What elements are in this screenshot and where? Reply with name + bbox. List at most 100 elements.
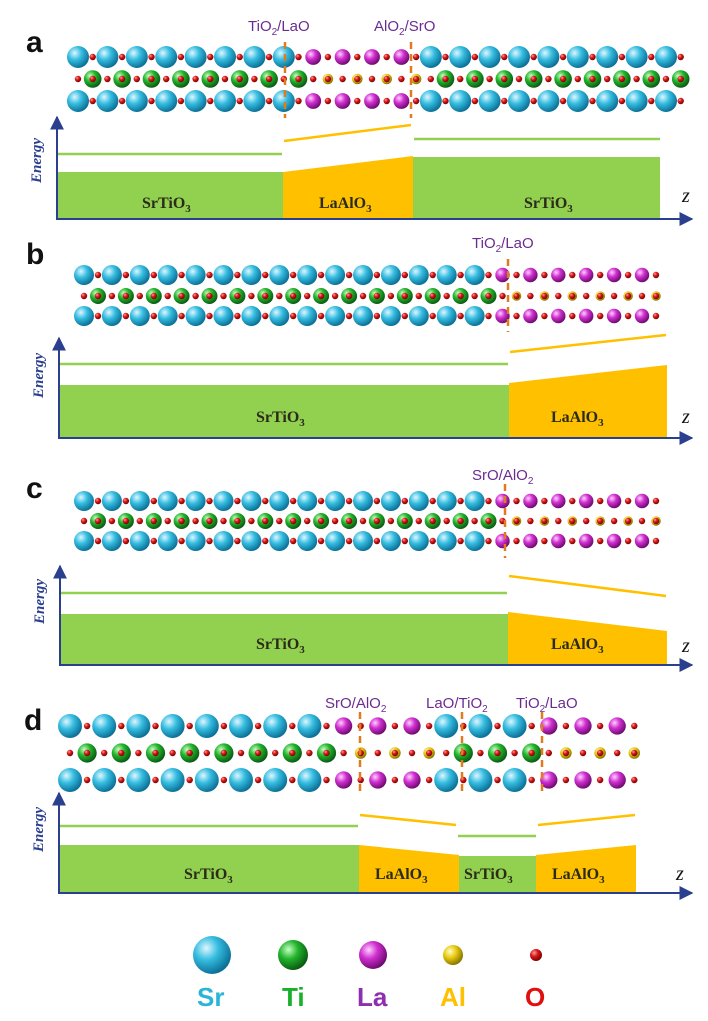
sr-atom	[566, 90, 589, 112]
o-atom	[80, 517, 88, 525]
o-atom	[289, 776, 296, 784]
o-atom	[206, 292, 213, 300]
sr-atom	[185, 491, 206, 511]
legend-o-atom	[530, 949, 542, 961]
o-atom	[220, 749, 228, 757]
sr-atom	[436, 491, 457, 511]
sr-atom	[436, 531, 457, 551]
sr-atom	[74, 491, 94, 511]
o-atom	[383, 53, 390, 61]
o-atom	[152, 776, 159, 784]
sr-atom	[449, 46, 472, 68]
sr-atom	[243, 90, 266, 112]
o-atom	[528, 722, 535, 730]
o-atom	[528, 749, 535, 757]
o-atom	[317, 271, 325, 279]
sr-atom	[566, 46, 589, 68]
o-atom	[323, 722, 330, 730]
o-atom	[597, 312, 604, 320]
panel-a-layer-1-label: SrTiO3	[142, 195, 191, 215]
o-atom	[499, 292, 506, 300]
o-atom	[150, 271, 157, 279]
sr-atom	[213, 531, 234, 551]
o-atom	[633, 75, 640, 83]
o-atom	[94, 537, 102, 545]
o-atom	[345, 517, 353, 525]
o-atom	[530, 53, 537, 61]
la-atom	[334, 717, 353, 735]
sr-atom	[408, 306, 429, 326]
sr-atom	[380, 306, 401, 326]
o-atom	[387, 517, 395, 525]
o-atom	[345, 312, 353, 320]
o-atom	[412, 53, 420, 61]
panel-b-label: b	[26, 238, 44, 271]
sr-atom	[436, 306, 457, 326]
o-atom	[89, 75, 96, 83]
sr-atom	[269, 306, 290, 326]
sr-atom	[101, 491, 122, 511]
panel-b-z-label: z	[681, 406, 690, 428]
sr-atom	[325, 531, 346, 551]
o-atom	[589, 75, 596, 83]
o-atom	[425, 722, 433, 730]
panel-c-lao-band	[508, 574, 667, 598]
sr-atom	[353, 265, 373, 285]
o-atom	[234, 497, 241, 505]
o-atom	[562, 749, 570, 757]
o-atom	[118, 749, 125, 757]
la-atom	[495, 533, 510, 549]
sr-atom	[58, 714, 82, 738]
o-atom	[118, 75, 126, 83]
o-atom	[638, 517, 646, 525]
o-atom	[83, 776, 91, 784]
atom-legend: Sr Ti La Al O	[193, 936, 545, 1012]
o-atom	[150, 292, 157, 300]
la-atom	[574, 717, 592, 735]
o-atom	[610, 517, 618, 525]
o-atom	[541, 517, 548, 525]
o-atom	[276, 517, 283, 525]
o-atom	[373, 292, 381, 300]
o-atom	[150, 517, 157, 525]
sr-atom	[194, 714, 219, 738]
panel-b: b TiO2/LaO Energy z SrTiO3 LaAlO3	[26, 235, 694, 445]
o-atom	[289, 722, 296, 730]
la-atom	[334, 93, 351, 109]
o-atom	[207, 97, 214, 105]
sr-atom	[468, 714, 493, 738]
la-atom	[606, 493, 622, 509]
panel-d-interface-3-label: TiO2/LaO	[516, 695, 578, 715]
panel-d-layer-3-label: SrTiO3	[464, 866, 513, 886]
o-atom	[631, 722, 638, 730]
o-atom	[569, 292, 576, 300]
o-atom	[83, 749, 91, 757]
o-atom	[530, 97, 537, 105]
o-atom	[579, 749, 587, 757]
sr-atom	[229, 768, 253, 792]
sr-atom	[213, 265, 234, 285]
o-atom	[150, 497, 157, 505]
o-atom	[401, 271, 408, 279]
o-atom	[443, 749, 450, 757]
la-atom	[540, 771, 558, 789]
o-atom	[152, 749, 159, 757]
o-atom	[597, 537, 604, 545]
o-atom	[597, 517, 604, 525]
la-atom	[393, 49, 410, 65]
o-atom	[304, 292, 311, 300]
panel-b-layer-1-label: SrTiO3	[256, 409, 305, 429]
o-atom	[177, 97, 185, 105]
sr-atom	[655, 46, 677, 68]
legend-la-label: La	[357, 982, 388, 1012]
o-atom	[178, 271, 185, 279]
o-atom	[662, 75, 670, 83]
o-atom	[511, 749, 518, 757]
o-atom	[164, 517, 171, 525]
o-atom	[618, 97, 626, 105]
o-atom	[589, 97, 596, 105]
la-atom	[540, 717, 558, 735]
o-atom	[541, 312, 548, 320]
o-atom	[354, 97, 361, 105]
